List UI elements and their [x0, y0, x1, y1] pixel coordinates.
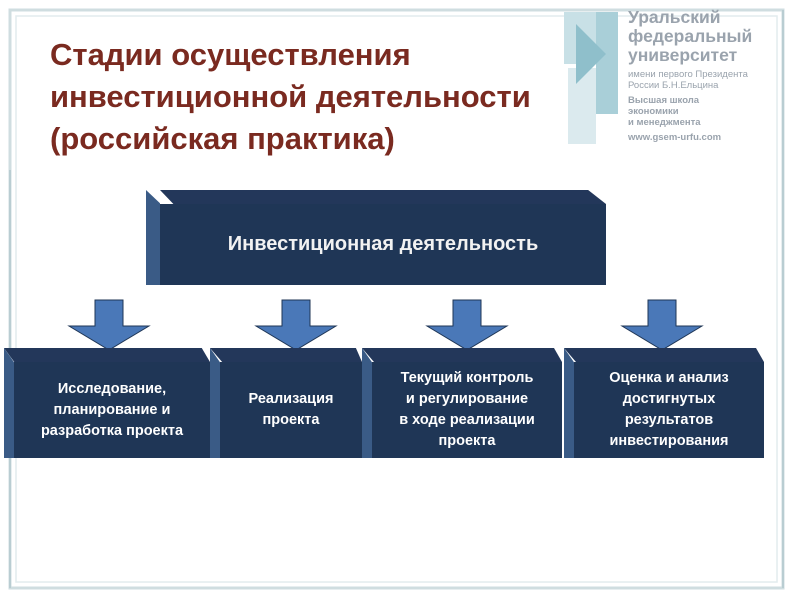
title-line-3: (российская практика): [50, 121, 395, 156]
stage-box-1-top-face: [4, 348, 210, 362]
stage-2-line-2: проекта: [262, 412, 320, 428]
stage-3-line-1: Текущий контроль: [400, 370, 534, 386]
stage-1-line-1: Исследование,: [57, 380, 167, 397]
stage-1-line-2: планирование и: [53, 401, 171, 418]
stage-2-line-1: Реализация: [248, 391, 334, 407]
stage-box-2: Реализация проекта: [220, 362, 362, 458]
stage-box-3-side-face: [362, 348, 372, 458]
arrow-down-icon: [620, 299, 704, 351]
stage-box-4: Оценка и анализ достигнутых результатов …: [574, 362, 764, 458]
stage-box-3-top-face: [362, 348, 562, 362]
logo-subtitle-line-2: России Б.Н.Ельцина: [628, 80, 719, 91]
stage-box-4-side-face: [564, 348, 574, 458]
title-line-1: Стадии осуществления: [50, 37, 411, 72]
stage-box-3: Текущий контроль и регулирование в ходе …: [372, 362, 562, 458]
root-box: Инвестиционная деятельность: [160, 204, 606, 285]
slide-title: Стадии осуществления инвестиционной деят…: [50, 34, 610, 160]
stage-box-1-side-face: [4, 348, 14, 458]
logo-name-line-2: федеральный: [628, 26, 753, 46]
stage-4-line-4: инвестирования: [609, 433, 729, 449]
stage-box-2-side-face: [210, 348, 220, 458]
stage-box-2-top-face: [210, 348, 362, 362]
university-logo: Уральский федеральный университет имени …: [556, 4, 776, 164]
logo-school-line-3: и менеджмента: [628, 117, 701, 128]
logo-subtitle-line-1: имени первого Президента: [628, 69, 748, 80]
logo-school-line-1: Высшая школа: [628, 95, 700, 106]
university-logo-text: Уральский федеральный университет имени …: [628, 7, 753, 144]
title-line-2: инвестиционной деятельности: [50, 79, 531, 114]
logo-name-line-1: Уральский: [628, 7, 721, 27]
stage-box-4-top-face: [564, 348, 764, 362]
stage-4-line-2: достигнутых: [622, 391, 716, 407]
stage-3-line-2: и регулирование: [405, 391, 529, 407]
stage-1-line-3: разработка проекта: [40, 422, 184, 439]
stage-4-line-3: результатов: [624, 412, 714, 428]
stage-3-line-4: проекта: [438, 433, 496, 449]
root-box-top-face: [160, 190, 606, 204]
stage-3-line-3: в ходе реализации: [399, 412, 535, 428]
arrow-down-icon: [67, 299, 151, 351]
root-box-label: Инвестиционная деятельность: [227, 233, 539, 255]
logo-name-line-3: университет: [628, 45, 738, 65]
stage-box-1: Исследование, планирование и разработка …: [14, 362, 210, 458]
stage-4-line-1: Оценка и анализ: [609, 370, 729, 386]
arrow-down-icon: [254, 299, 338, 351]
root-box-side-face: [146, 190, 160, 285]
logo-url: www.gsem-urfu.com: [628, 132, 722, 143]
arrow-down-icon: [425, 299, 509, 351]
logo-school-line-2: экономики: [628, 106, 679, 117]
university-emblem-icon: [564, 12, 618, 144]
